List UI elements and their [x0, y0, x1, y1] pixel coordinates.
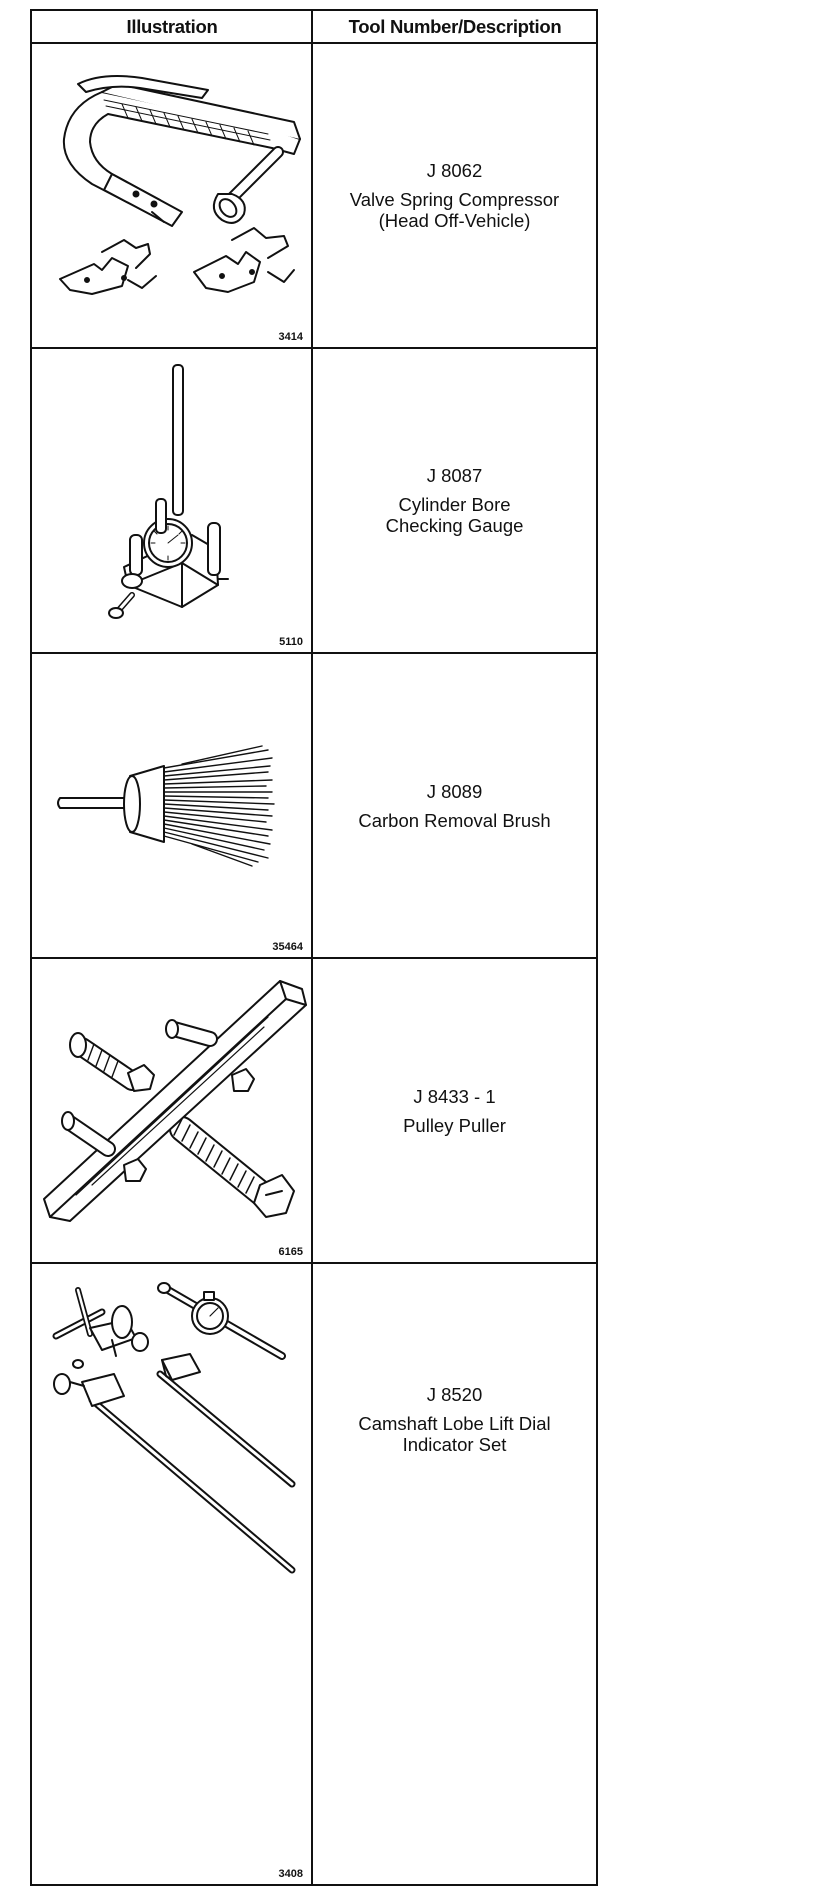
dial-indicator-set-icon — [52, 1282, 296, 1574]
tool-description-cell: J 8089 Carbon Removal Brush — [313, 654, 596, 957]
figure-number: 35464 — [272, 941, 303, 953]
tool-description-line: Carbon Removal Brush — [358, 809, 551, 831]
illustration-cell: 3414 — [32, 44, 311, 347]
tool-description-line: Indicator Set — [402, 1434, 507, 1455]
tool-description-cell: J 8520 Camshaft Lobe Lift Dial Indicator… — [313, 1264, 596, 1884]
tool-description-cell: J 8062 Valve Spring Compressor (Head Off… — [313, 44, 596, 347]
tool-description-cell: J 8433 - 1 Pulley Puller — [313, 959, 596, 1262]
tool-number: J 8062 — [426, 160, 483, 181]
tool-number: J 8520 — [426, 1384, 483, 1405]
tool-description-line: Camshaft Lobe Lift Dial — [358, 1413, 551, 1434]
tool-description-line: Valve Spring Compressor — [349, 189, 560, 210]
tool-table: Illustration Tool Number/Description — [30, 9, 598, 1886]
table-row: 35464 J 8089 Carbon Removal Brush — [32, 654, 596, 959]
tool-description-line: Pulley Puller — [403, 1114, 506, 1136]
tool-description-cell: J 8087 Cylinder Bore Checking Gauge — [313, 349, 596, 652]
illustration-cell: 35464 — [32, 654, 311, 957]
header-tool-description: Tool Number/Description — [348, 16, 562, 37]
tool-description-line: Checking Gauge — [385, 515, 524, 536]
cylinder-bore-gauge-icon — [108, 364, 229, 619]
table-header: Illustration Tool Number/Description — [32, 11, 596, 44]
table-row: 3408 J 8520 Camshaft Lobe Lift Dial Indi… — [32, 1264, 596, 1884]
tool-number: J 8089 — [426, 780, 483, 802]
figure-number: 3408 — [278, 1868, 303, 1880]
table-row: 3414 J 8062 Valve Spring Compressor (Hea… — [32, 44, 596, 349]
valve-spring-compressor-icon — [59, 75, 301, 295]
pulley-puller-icon — [43, 980, 307, 1222]
header-illustration: Illustration — [126, 16, 218, 37]
column-divider — [311, 11, 313, 1884]
table-row: 6165 J 8433 - 1 Pulley Puller — [32, 959, 596, 1264]
tool-number: J 8087 — [426, 465, 483, 486]
illustration-cell: 5110 — [32, 349, 311, 652]
figure-number: 5110 — [279, 636, 303, 648]
figure-number: 3414 — [278, 331, 303, 343]
table-row: 5110 J 8087 Cylinder Bore Checking Gauge — [32, 349, 596, 654]
figure-number: 6165 — [278, 1246, 303, 1258]
tool-description-line: Cylinder Bore — [398, 494, 511, 515]
illustration-cell: 3408 — [32, 1264, 311, 1884]
illustration-cell: 6165 — [32, 959, 311, 1262]
tool-number: J 8433 - 1 — [413, 1085, 496, 1107]
carbon-removal-brush-icon — [57, 745, 275, 867]
tool-description-line: (Head Off-Vehicle) — [378, 210, 531, 231]
